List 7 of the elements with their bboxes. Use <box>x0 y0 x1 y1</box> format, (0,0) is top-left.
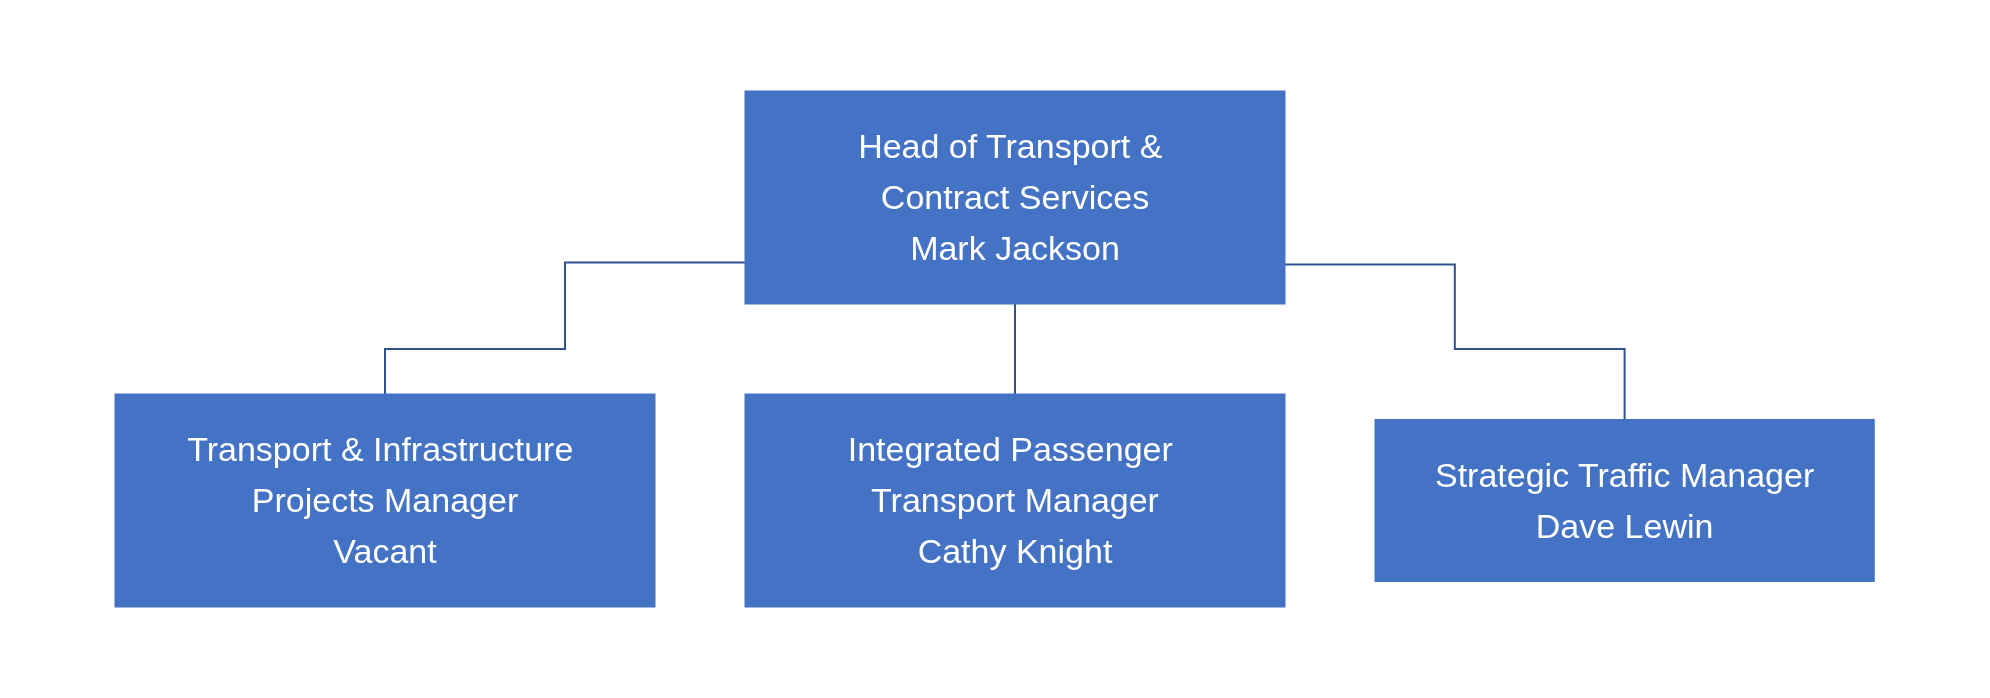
connector <box>384 261 747 395</box>
node-box: Integrated Passenger Transport Manager Cathy Knight <box>744 393 1286 608</box>
connector <box>1284 263 1626 421</box>
node-box: Strategic Traffic Manager Dave Lewin <box>1374 419 1876 582</box>
connector <box>1014 303 1017 395</box>
node-box: Head of Transport & Contract Services Mark Jackson <box>744 90 1286 305</box>
node-box: Transport & Infrastructure Projects Manager Vacant <box>114 393 656 608</box>
